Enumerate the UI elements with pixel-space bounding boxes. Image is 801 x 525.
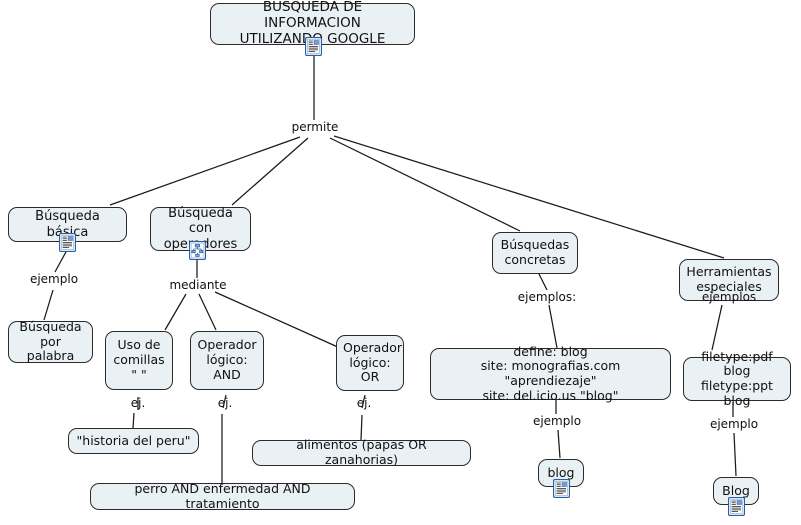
- node-root-label: BUSQUEDA DE INFORMACION UTILIZANDO GOOGL…: [239, 0, 386, 47]
- node-ejemplos-busquedas-concretas[interactable]: define: blog site: monografias.com "apre…: [430, 344, 671, 403]
- node-uso-de-comillas[interactable]: Uso de comillas " ": [105, 331, 173, 390]
- node-operador-logico-and[interactable]: Operador lógico: AND: [190, 331, 264, 390]
- link-label-ej-comillas[interactable]: ej.: [130, 396, 146, 410]
- node-perro-and-enfermedad[interactable]: perro AND enfermedad AND tratamiento: [90, 480, 355, 511]
- document-icon[interactable]: [59, 233, 76, 252]
- link-label-ejemplo-blog-upper[interactable]: ejemplo: [709, 417, 759, 431]
- edge-ej-alimentos: [360, 414, 363, 441]
- document-icon[interactable]: [553, 479, 570, 498]
- node-busquedas-concretas[interactable]: Búsquedas concretas: [492, 232, 578, 274]
- edge-ej-historia: [132, 412, 135, 429]
- node-operador-logico-or-label: Operador lógico: OR: [343, 339, 402, 385]
- edge-ejemplo-blog: [557, 429, 561, 459]
- link-label-ej-and[interactable]: ej.: [217, 396, 233, 410]
- node-blog-upper-label: Blog: [722, 482, 750, 498]
- edge-ejemplos-box: [548, 304, 558, 349]
- concept-map-icon[interactable]: [189, 241, 206, 260]
- node-filetypes[interactable]: filetype:pdf blog filetype:ppt blog: [683, 349, 791, 408]
- edge-permite-operadores: [231, 137, 309, 206]
- edge-concretas-ejemplos: [537, 271, 548, 291]
- node-alimentos-label: alimentos (papas OR zanahorias): [296, 437, 427, 467]
- node-busqueda-por-palabra-label: Búsqueda por palabra: [19, 318, 82, 364]
- node-historia-del-peru-label: "historia del peru": [76, 432, 191, 448]
- node-operador-logico-and-label: Operador lógico: AND: [197, 337, 257, 382]
- node-busquedas-concretas-label: Búsquedas concretas: [500, 237, 570, 267]
- edge-basica-ejemplo: [54, 249, 68, 273]
- link-label-mediante[interactable]: mediante: [169, 278, 227, 292]
- node-busqueda-por-palabra[interactable]: Búsqueda por palabra: [8, 318, 93, 364]
- node-ejemplos-busquedas-concretas-label: define: blog site: monografias.com "apre…: [480, 343, 621, 403]
- link-label-ejemplos-herramientas[interactable]: ejemplos: [701, 290, 757, 304]
- edge-mediante-comillas: [164, 293, 187, 331]
- node-alimentos[interactable]: alimentos (papas OR zanahorias): [252, 437, 471, 467]
- node-operador-logico-or[interactable]: Operador lógico: OR: [336, 335, 404, 391]
- node-busqueda-basica-label: Búsqueda básica: [35, 209, 100, 240]
- edge-permite-concretas: [329, 137, 521, 232]
- node-historia-del-peru[interactable]: "historia del peru": [68, 428, 199, 454]
- document-icon[interactable]: [305, 37, 322, 56]
- link-label-ejemplo-blog[interactable]: ejemplo: [532, 414, 582, 428]
- document-icon[interactable]: [728, 497, 745, 516]
- node-uso-de-comillas-label: Uso de comillas " ": [113, 337, 165, 382]
- edge-ejemplo-blogupper: [733, 432, 737, 477]
- link-label-ej-or[interactable]: ej.: [356, 396, 372, 410]
- node-blog-lower-label: blog: [547, 464, 575, 480]
- link-label-ejemplos-concretas[interactable]: ejemplos:: [517, 290, 577, 304]
- link-label-ejemplo-basica[interactable]: ejemplo: [29, 272, 79, 286]
- edge-mediante-and: [198, 293, 217, 331]
- edge-ejemplo-porpalabra: [43, 289, 54, 321]
- node-filetypes-label: filetype:pdf blog filetype:ppt blog: [701, 348, 773, 408]
- edge-permite-basica: [109, 136, 301, 206]
- edge-ejemplos-filetypes: [711, 304, 723, 351]
- link-label-permite[interactable]: permite: [291, 120, 339, 134]
- node-perro-and-enfermedad-label: perro AND enfermedad AND tratamiento: [134, 480, 311, 511]
